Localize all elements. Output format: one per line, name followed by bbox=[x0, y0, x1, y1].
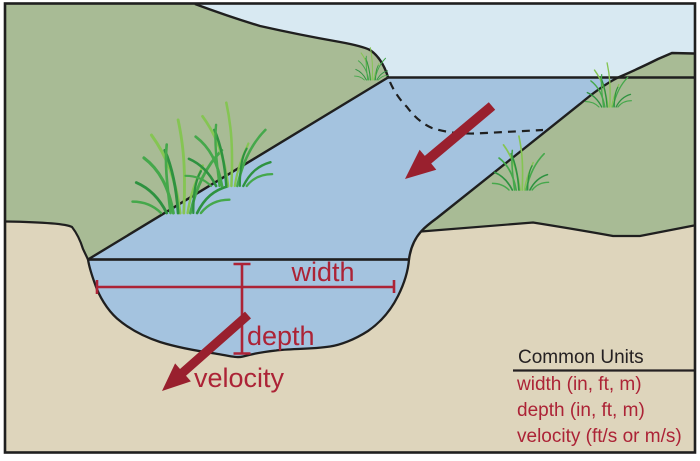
depth-label: depth bbox=[247, 321, 315, 351]
right-bank bbox=[421, 53, 694, 236]
legend-item-depth: depth (in, ft, m) bbox=[517, 400, 645, 421]
distant-water-surface bbox=[195, 4, 694, 78]
right-soil-line bbox=[420, 221, 695, 238]
velocity-label: velocity bbox=[194, 363, 285, 393]
depth-measure-line bbox=[233, 262, 251, 355]
stream-surface bbox=[88, 78, 617, 260]
flow-direction-arrow bbox=[405, 102, 496, 179]
channel-cross-section bbox=[86, 258, 411, 359]
dashed-channel-contour bbox=[388, 81, 544, 135]
width-measure-line bbox=[95, 280, 396, 294]
velocity-arrow bbox=[162, 311, 251, 391]
left-bank-edge-line bbox=[194, 2, 390, 78]
right-bank-edge-line bbox=[616, 51, 695, 80]
legend-item-velocity: velocity (ft/s or m/s) bbox=[517, 426, 682, 447]
legend-title: Common Units bbox=[518, 347, 644, 368]
left-bank bbox=[6, 4, 388, 260]
width-label: width bbox=[290, 257, 354, 287]
legend-item-width: width (in, ft, m) bbox=[516, 374, 642, 395]
left-soil-line bbox=[5, 220, 89, 260]
frame-border bbox=[3, 2, 697, 454]
legend: Common Units width (in, ft, m) depth (in… bbox=[513, 347, 694, 447]
